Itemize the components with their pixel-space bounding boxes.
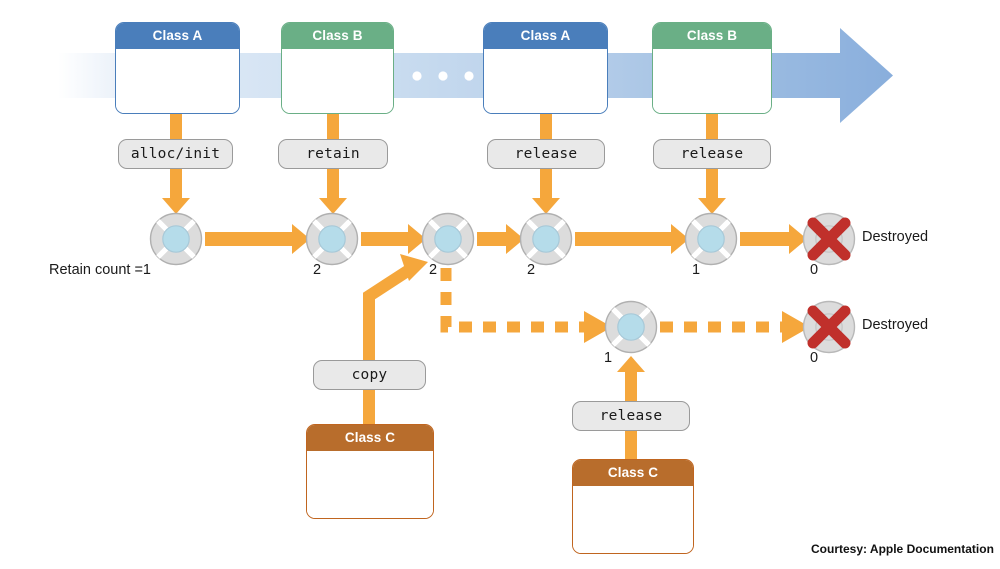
retain-count-caption: Retain count =1 [49,262,151,278]
class-box-body [573,486,693,553]
timeline-arrow [58,28,893,123]
release-up-arrow [617,356,645,459]
class-box-title: Class A [116,23,239,49]
class-box-body [282,49,393,113]
class-box-c-2[interactable]: Class C [572,459,694,554]
class-box-b-2[interactable]: Class B [652,22,772,114]
retain-count-flow-arrows [205,224,807,254]
credit-text: Courtesy: Apple Documentation [811,542,994,556]
class-box-a-2[interactable]: Class A [483,22,608,114]
retain-count-value-4: 2 [527,262,536,278]
operation-connectors [162,112,726,214]
op-pill-release-2[interactable]: release [653,139,771,169]
retain-node-3 [423,214,474,265]
copy-destroy-dashed-arrow [660,311,810,343]
class-box-body [307,451,433,518]
retain-count-value-3: 2 [429,262,438,278]
copy-node-1 [606,302,657,353]
class-box-title: Class C [307,425,433,451]
timeline-ellipsis-icon [412,71,474,81]
copy-branch-dashed-arrow [440,268,612,343]
retain-node-5 [686,214,737,265]
class-box-c-1[interactable]: Class C [306,424,434,519]
copy-count-value-1: 1 [604,350,613,366]
retain-count-value-6: 0 [810,262,819,278]
class-box-title: Class C [573,460,693,486]
class-box-a-1[interactable]: Class A [115,22,240,114]
copy-elbow-arrow [363,254,428,426]
op-pill-alloc-init[interactable]: alloc/init [118,139,233,169]
retain-node-destroyed-1 [804,214,855,265]
class-box-body [116,49,239,113]
destroyed-label-copy: Destroyed [862,317,929,333]
retain-node-1 [151,214,202,265]
copy-count-value-2: 0 [810,350,819,366]
class-box-title: Class B [653,23,771,49]
class-box-title: Class A [484,23,607,49]
retain-count-value-2: 2 [313,262,322,278]
retain-node-2 [307,214,358,265]
class-box-body [653,49,771,113]
copy-node-destroyed [804,302,855,353]
class-box-b-1[interactable]: Class B [281,22,394,114]
op-pill-retain[interactable]: retain [278,139,388,169]
destroyed-label-main: Destroyed [862,229,929,245]
retain-count-value-5: 1 [692,262,701,278]
op-pill-copy[interactable]: copy [313,360,426,390]
retain-node-4 [521,214,572,265]
class-box-body [484,49,607,113]
op-pill-release-1[interactable]: release [487,139,605,169]
op-pill-release-3[interactable]: release [572,401,690,431]
class-box-title: Class B [282,23,393,49]
